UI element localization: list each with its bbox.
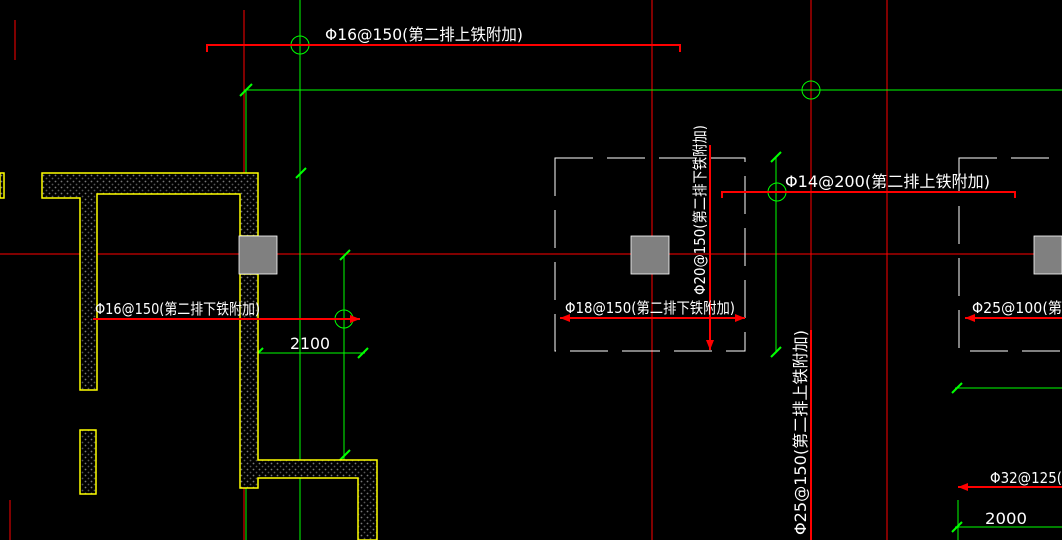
green-ticks [239, 83, 963, 533]
wall-small-left [79, 429, 97, 495]
label-dim-2100: 2100 [290, 334, 330, 353]
cap-outlines [554, 157, 1062, 352]
cap-outline-middle [554, 157, 746, 352]
cap-outline-right [958, 157, 1062, 352]
walls [0, 172, 378, 540]
label-bottom-rebar-3: Φ25@100(第 [972, 299, 1062, 317]
annotations: Φ16@150(第二排上铁附加) Φ14@200(第二排上铁附加) Φ16@15… [95, 25, 1062, 535]
grid-bubble-2 [801, 80, 821, 100]
columns [238, 235, 1062, 275]
wall-upper-left [41, 172, 259, 391]
column-1 [238, 235, 278, 275]
rebar-arrows [350, 314, 975, 491]
rebar-top-2 [721, 191, 1016, 198]
column-2 [630, 235, 670, 275]
label-dim-2000: 2000 [985, 509, 1027, 528]
rebar-lines [93, 44, 1062, 540]
label-bottom-rebar-2: Φ18@150(第二排下铁附加) [565, 299, 735, 317]
label-bottom-rebar-1: Φ16@150(第二排下铁附加) [95, 300, 260, 318]
wall-lower [239, 273, 378, 540]
label-top-rebar-1: Φ16@150(第二排上铁附加) [325, 25, 523, 44]
column-3 [1033, 235, 1062, 275]
label-vert-rebar-2: Φ25@150(第二排上铁附加) [791, 330, 810, 535]
label-vert-rebar-1: Φ20@150(第二排下铁附加) [691, 125, 709, 295]
label-right-rebar-bottom: Φ32@125( [990, 469, 1062, 487]
label-top-rebar-2: Φ14@200(第二排上铁附加) [785, 172, 990, 191]
rebar-top-1 [206, 44, 681, 52]
wall-edge-left [0, 172, 5, 199]
